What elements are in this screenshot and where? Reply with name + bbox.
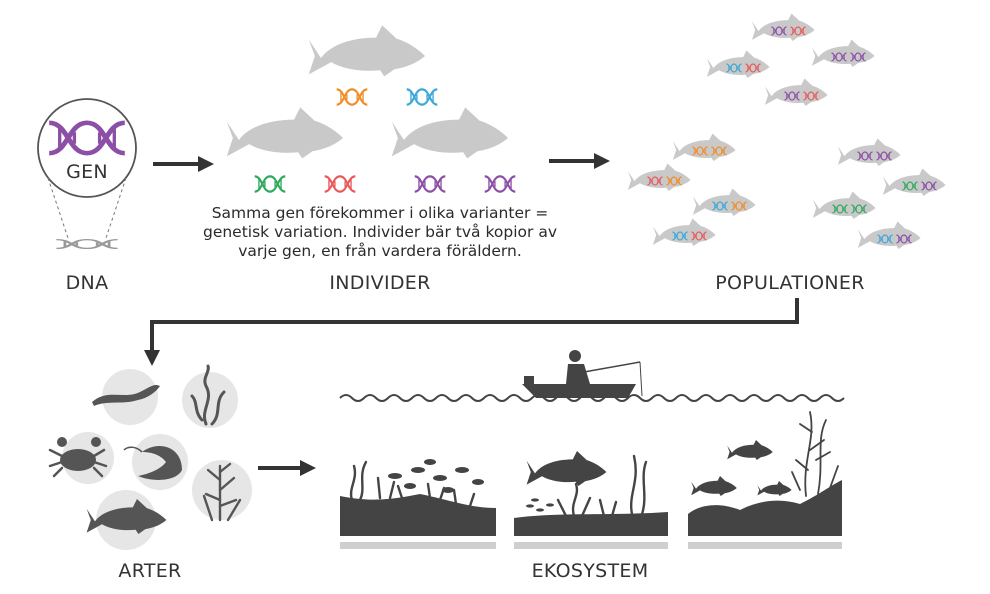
arrow-individuals-to-populations xyxy=(549,153,610,169)
caption-line-1: Samma gen förekommer i olika varianter = xyxy=(211,204,549,222)
dna-strand-icon xyxy=(56,240,117,249)
dna-label: DNA xyxy=(65,272,109,294)
individual-fish-right xyxy=(391,107,509,159)
populations-label: POPULATIONER xyxy=(715,272,865,294)
dna-variant-icon xyxy=(483,175,517,193)
dna-variant-icon xyxy=(323,175,357,193)
gene-callout xyxy=(37,98,137,239)
plant-icon xyxy=(202,462,242,522)
arrow-populations-to-species xyxy=(144,298,799,366)
arrow-species-to-ecosystem xyxy=(258,460,316,476)
crab-icon xyxy=(48,437,108,478)
fisherman-boat-icon xyxy=(522,350,643,398)
individual-fish-left xyxy=(226,107,344,159)
habitat-reeds xyxy=(340,459,496,549)
ecosystem-label: EKOSYSTEM xyxy=(531,560,649,582)
dna-variant-icon xyxy=(413,175,447,193)
caption-line-3: varje gen, en från vardera föräldern. xyxy=(238,242,522,260)
eel-icon xyxy=(92,384,160,406)
shrimp-icon xyxy=(123,446,182,480)
individuals-label: INDIVIDER xyxy=(329,272,431,294)
gene-label: GEN xyxy=(66,161,108,183)
arrow-dna-to-individuals xyxy=(153,156,214,172)
caption-line-2: genetisk variation. Individer bär två ko… xyxy=(202,223,557,241)
dna-variant-icon xyxy=(335,88,369,106)
species-label: ARTER xyxy=(118,560,182,582)
individual-fish-top xyxy=(308,25,426,77)
ecosystem-scene xyxy=(339,350,845,549)
habitat-open-water xyxy=(514,451,668,549)
genetic-variation-caption: Samma gen förekommer i olika varianter =… xyxy=(170,204,590,261)
population-fish xyxy=(627,13,946,249)
species-group xyxy=(48,364,252,550)
dna-variant-icon xyxy=(405,88,439,106)
seaweed-icon xyxy=(190,364,226,426)
dna-variant-icon xyxy=(253,175,287,193)
habitat-rocky xyxy=(688,411,842,549)
